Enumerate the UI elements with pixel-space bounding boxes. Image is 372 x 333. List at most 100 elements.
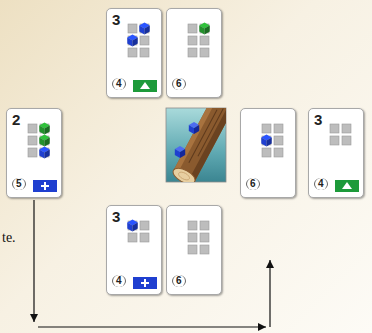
cube-slot bbox=[28, 148, 37, 157]
cube-slot bbox=[200, 221, 209, 230]
cube-slot bbox=[200, 233, 209, 242]
cube-slot bbox=[274, 136, 283, 145]
cube-slot bbox=[188, 221, 197, 230]
victory-points: 5 bbox=[12, 178, 26, 190]
victory-points: 6 bbox=[246, 178, 260, 190]
resource-cube bbox=[39, 123, 49, 135]
cube-slot bbox=[128, 48, 137, 57]
card-points-slot: 4 bbox=[112, 73, 126, 91]
cube-slot bbox=[140, 36, 149, 45]
cube-grid bbox=[188, 221, 209, 254]
cube-slot bbox=[188, 36, 197, 45]
card-art bbox=[241, 109, 295, 197]
plus-symbol bbox=[141, 279, 149, 287]
cube-slot bbox=[188, 48, 197, 57]
cube-face bbox=[139, 26, 144, 35]
cube-face bbox=[39, 150, 44, 159]
card-points-slot: 6 bbox=[172, 270, 186, 288]
caption-fragment: te. bbox=[2, 230, 16, 245]
victory-points: 4 bbox=[314, 178, 328, 190]
bar-fill bbox=[133, 277, 157, 289]
cube-face bbox=[267, 138, 272, 147]
card-cost: 3 bbox=[112, 12, 120, 28]
victory-points: 4 bbox=[112, 275, 126, 287]
resource-cube bbox=[139, 23, 149, 35]
advance-bar bbox=[133, 80, 157, 92]
arrow-line bbox=[33, 200, 34, 322]
arrow-line bbox=[269, 260, 270, 327]
cube-slot bbox=[330, 124, 339, 133]
resource-cube bbox=[127, 220, 137, 232]
blue-cube bbox=[189, 122, 199, 134]
cube-face bbox=[199, 26, 204, 35]
game-card: 6 bbox=[166, 8, 222, 98]
cube-slot bbox=[200, 245, 209, 254]
card-cost-slot: 3 bbox=[314, 111, 322, 129]
cube-slot bbox=[274, 148, 283, 157]
cube-face bbox=[205, 26, 210, 35]
cube-face bbox=[127, 223, 132, 232]
game-card: 34 bbox=[106, 205, 162, 295]
move-arrow bbox=[34, 200, 270, 327]
cube-face bbox=[261, 138, 266, 147]
cube-slot bbox=[28, 136, 37, 145]
cube-slot bbox=[262, 148, 271, 157]
cube-slot bbox=[28, 124, 37, 133]
card-art bbox=[167, 9, 221, 97]
victory-points: 6 bbox=[172, 275, 186, 287]
card-cost: 3 bbox=[314, 112, 322, 128]
card-cost-slot: 2 bbox=[12, 111, 20, 129]
card-cost-slot: 3 bbox=[112, 11, 120, 29]
cube-slot bbox=[140, 233, 149, 242]
cube-grid bbox=[330, 124, 351, 145]
log-illustration bbox=[166, 100, 232, 187]
card-art bbox=[167, 206, 221, 294]
card-cost-slot: 3 bbox=[112, 208, 120, 226]
card-cost: 3 bbox=[112, 209, 120, 225]
cube-face bbox=[39, 138, 44, 147]
cube-slot bbox=[200, 48, 209, 57]
card-cost: 2 bbox=[12, 112, 20, 128]
cube-slot bbox=[200, 36, 209, 45]
cube-grid bbox=[188, 23, 210, 58]
cube-face bbox=[45, 138, 50, 147]
bonus-bar bbox=[33, 180, 57, 192]
cube-slot bbox=[262, 124, 271, 133]
cube-slot bbox=[188, 245, 197, 254]
note-slot: te. bbox=[2, 228, 16, 246]
game-card: 34 bbox=[106, 8, 162, 98]
game-card: 6 bbox=[240, 108, 296, 198]
game-card: 34 bbox=[308, 108, 364, 198]
cube-face bbox=[39, 126, 44, 135]
resource-cube bbox=[39, 147, 49, 159]
cube-face bbox=[133, 223, 138, 232]
cube-slot bbox=[188, 24, 197, 33]
cube-slot bbox=[330, 136, 339, 145]
cube-slot bbox=[128, 233, 137, 242]
plus-symbol bbox=[41, 182, 49, 190]
cube-face bbox=[133, 38, 138, 47]
cube-slot bbox=[274, 124, 283, 133]
bar-fill bbox=[33, 180, 57, 192]
cube-face bbox=[127, 38, 132, 47]
resource-cube bbox=[127, 35, 137, 47]
cube-slot bbox=[342, 136, 351, 145]
cube-face bbox=[45, 126, 50, 135]
cube-grid bbox=[127, 23, 149, 58]
cube-slot bbox=[140, 221, 149, 230]
card-points-slot: 5 bbox=[12, 173, 26, 191]
victory-points: 6 bbox=[172, 78, 186, 90]
cube-grid bbox=[127, 220, 149, 243]
card-points-slot: 4 bbox=[314, 173, 328, 191]
card-points-slot: 4 bbox=[112, 270, 126, 288]
cube-face bbox=[45, 150, 50, 159]
cube-grid bbox=[28, 123, 50, 159]
victory-points: 4 bbox=[112, 78, 126, 90]
resource-cube bbox=[39, 135, 49, 147]
bonus-bar bbox=[133, 277, 157, 289]
up-triangle bbox=[342, 182, 352, 189]
cube-slot bbox=[342, 124, 351, 133]
game-card: 25 bbox=[6, 108, 62, 198]
game-card: 6 bbox=[166, 205, 222, 295]
blue-cube bbox=[175, 146, 185, 158]
